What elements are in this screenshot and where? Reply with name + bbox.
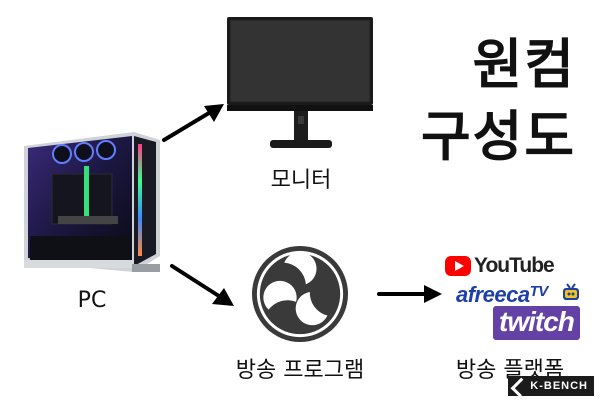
youtube-logo: YouTube bbox=[445, 254, 555, 278]
afreecatv-mascot-icon bbox=[563, 283, 579, 300]
arrow-pc-to-program bbox=[170, 264, 234, 306]
monitor-label: 모니터 bbox=[270, 168, 332, 193]
twitch-logo: twitch bbox=[493, 306, 580, 340]
kbench-text: K-BENCH bbox=[530, 380, 588, 392]
obs-logo-icon bbox=[251, 245, 349, 343]
arrow-pc-to-monitor bbox=[162, 104, 224, 142]
diagram-title-line2: 구성도 bbox=[420, 105, 576, 168]
kbench-watermark: K-BENCH bbox=[508, 376, 594, 398]
arrow-program-to-platform bbox=[377, 285, 442, 303]
youtube-play-icon bbox=[445, 256, 471, 276]
afreecatv-logo: afreecaTV bbox=[456, 282, 548, 308]
pc-case-image bbox=[24, 132, 160, 272]
youtube-text: YouTube bbox=[474, 254, 555, 277]
kbench-logo-icon bbox=[510, 377, 531, 398]
diagram-title-line1: 원컴 bbox=[472, 33, 576, 96]
broadcast-program-label: 방송 프로그램 bbox=[235, 358, 365, 383]
afreeca-tv-text: TV bbox=[529, 283, 549, 300]
monitor-image bbox=[227, 17, 373, 148]
afreeca-text: afreeca bbox=[456, 282, 530, 307]
pc-label: PC bbox=[77, 288, 107, 313]
